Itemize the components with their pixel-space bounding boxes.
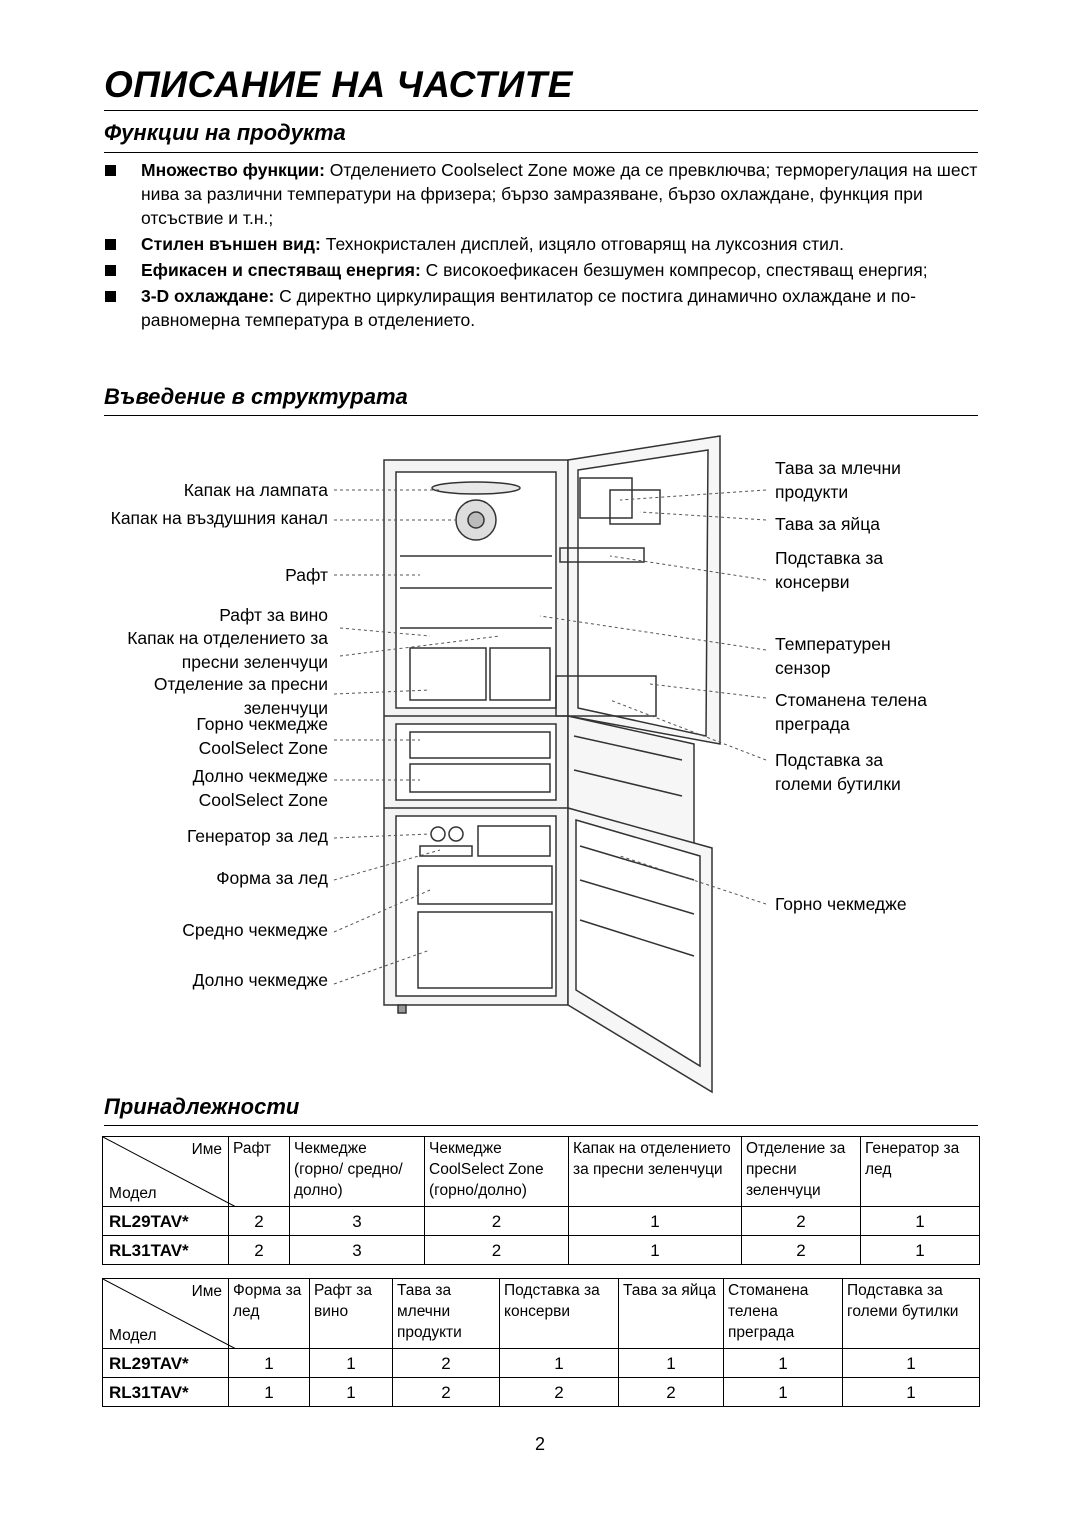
table-row: RL29TAV* 1 1 2 1 1 1 1 [102, 1348, 980, 1378]
value-cell: 1 [228, 1377, 310, 1407]
section-title-structure: Въведение в структурата [104, 384, 408, 409]
table-header: Отделение за пресни зеленчуци [741, 1136, 861, 1207]
feature-term: Множество функции: [141, 160, 325, 180]
value-cell: 1 [723, 1348, 843, 1378]
section-rule [104, 415, 978, 416]
table-header: Стоманена телена преграда [723, 1278, 843, 1349]
table-corner-cell: Име Модел [102, 1136, 236, 1207]
section-title-functions: Функции на продукта [104, 120, 346, 145]
page-title: ОПИСАНИЕ НА ЧАСТИТЕ [104, 64, 573, 105]
value-cell: 3 [289, 1206, 425, 1236]
label-bottle-holder: Подставка за големи бутилки [775, 750, 901, 794]
table-header: Тава за яйца [618, 1278, 724, 1349]
value-cell: 1 [723, 1377, 843, 1407]
value-cell: 1 [499, 1348, 619, 1378]
feature-item: 3-D охлаждане: С директно циркулиращия в… [104, 284, 984, 332]
label-upper-drawer: Горно чекмедже [775, 894, 907, 914]
table-header: Капак на отделението за пресни зеленчуци [568, 1136, 742, 1207]
label-bottom-drawer: Долно чекмедже [192, 970, 328, 990]
table-row: RL31TAV* 2 3 2 1 2 1 [102, 1235, 980, 1265]
table-header: Подставка за консерви [499, 1278, 619, 1349]
label-air-duct-cover: Капак на въздушния канал [110, 508, 328, 528]
value-cell: 2 [228, 1206, 290, 1236]
label-wine-shelf: Рафт за вино [219, 605, 328, 625]
label-temp-sensor: Температурен сензор [775, 634, 891, 678]
feature-text: С високоефикасен безшумен компресор, спе… [420, 260, 928, 280]
label-middle-drawer: Средно чекмедже [182, 920, 328, 940]
corner-name-label: Име [191, 1283, 222, 1300]
value-cell: 1 [860, 1206, 980, 1236]
table-row: RL29TAV* 2 3 2 1 2 1 [102, 1206, 980, 1236]
label-coolselect-lower: Долно чекмедже CoolSelect Zone [192, 766, 328, 810]
diagonal-line [103, 1279, 236, 1349]
feature-text: С директно циркулиращия вентилатор се по… [141, 286, 916, 330]
value-cell: 1 [568, 1235, 742, 1265]
section-rule [104, 152, 978, 153]
value-cell: 2 [499, 1377, 619, 1407]
table-header: Форма за лед [228, 1278, 310, 1349]
label-wire-divider: Стоманена телена преграда [775, 690, 927, 734]
feature-text: Отделението Coolselect Zone може да се п… [141, 160, 978, 228]
value-cell: 1 [309, 1377, 393, 1407]
accessories-table-1: Име Модел Рафт Чекмедже (горно/ средно/д… [102, 1136, 980, 1265]
table-corner-cell: Име Модел [102, 1278, 236, 1349]
model-cell: RL29TAV* [102, 1348, 229, 1378]
table-header: Чекмедже (горно/ средно/долно) [289, 1136, 425, 1207]
table-header: Подставка за големи бутилки [842, 1278, 980, 1349]
label-coolselect-upper: Горно чекмедже CoolSelect Zone [196, 714, 328, 758]
label-dairy-tray: Тава за млечни продукти [775, 458, 901, 502]
feature-term: Ефикасен и спестяващ енергия: [141, 260, 421, 280]
value-cell: 1 [309, 1348, 393, 1378]
feature-item: Множество функции: Отделението Coolselec… [104, 158, 984, 230]
label-shelf: Рафт [285, 565, 328, 585]
label-can-holder: Подставка за консерви [775, 548, 884, 592]
corner-name-label: Име [191, 1141, 222, 1158]
value-cell: 1 [842, 1348, 980, 1378]
value-cell: 2 [741, 1235, 861, 1265]
value-cell: 2 [618, 1377, 724, 1407]
feature-text: Технокристален дисплей, изцяло отговарящ… [320, 234, 845, 254]
label-veg-drawer: Отделение за пресни зеленчуци [153, 674, 328, 718]
value-cell: 2 [228, 1235, 290, 1265]
label-lamp-cover: Капак на лампата [183, 480, 328, 500]
table-header: Генератор за лед [860, 1136, 980, 1207]
value-cell: 2 [392, 1377, 500, 1407]
value-cell: 2 [741, 1206, 861, 1236]
value-cell: 1 [618, 1348, 724, 1378]
value-cell: 1 [842, 1377, 980, 1407]
feature-item: Стилен външен вид: Технокристален диспле… [104, 232, 984, 256]
table-header: Чекмедже CoolSelect Zone (горно/долно) [424, 1136, 569, 1207]
value-cell: 2 [424, 1235, 569, 1265]
label-ice-tray: Форма за лед [216, 868, 328, 888]
table-row: RL31TAV* 1 1 2 2 2 1 1 [102, 1377, 980, 1407]
value-cell: 2 [392, 1348, 500, 1378]
table-header: Тава за млечни продукти [392, 1278, 500, 1349]
feature-list: Множество функции: Отделението Coolselec… [104, 158, 984, 334]
corner-model-label: Модел [109, 1327, 157, 1344]
feature-term: Стилен външен вид: [141, 234, 321, 254]
model-cell: RL29TAV* [102, 1206, 229, 1236]
section-rule [104, 1125, 978, 1126]
feature-item: Ефикасен и спестяващ енергия: С високоеф… [104, 258, 984, 282]
table-header: Рафт за вино [309, 1278, 393, 1349]
fridge-diagram [333, 435, 767, 1094]
accessories-table-2: Име Модел Форма за лед Рафт за вино Тава… [102, 1278, 980, 1407]
feature-term: 3-D охлаждане: [141, 286, 275, 306]
table-header: Рафт [228, 1136, 290, 1207]
value-cell: 3 [289, 1235, 425, 1265]
value-cell: 1 [228, 1348, 310, 1378]
label-egg-tray: Тава за яйца [775, 514, 880, 534]
value-cell: 2 [424, 1206, 569, 1236]
model-cell: RL31TAV* [102, 1377, 229, 1407]
section-title-accessories: Принадлежности [104, 1094, 300, 1119]
diagonal-line [103, 1137, 236, 1207]
value-cell: 1 [568, 1206, 742, 1236]
model-cell: RL31TAV* [102, 1235, 229, 1265]
label-veg-cover: Капак на отделението за пресни зеленчуци [127, 628, 328, 672]
value-cell: 1 [860, 1235, 980, 1265]
title-rule [104, 110, 978, 111]
page-number: 2 [534, 1434, 545, 1454]
label-ice-maker: Генератор за лед [186, 826, 328, 846]
corner-model-label: Модел [109, 1185, 157, 1202]
